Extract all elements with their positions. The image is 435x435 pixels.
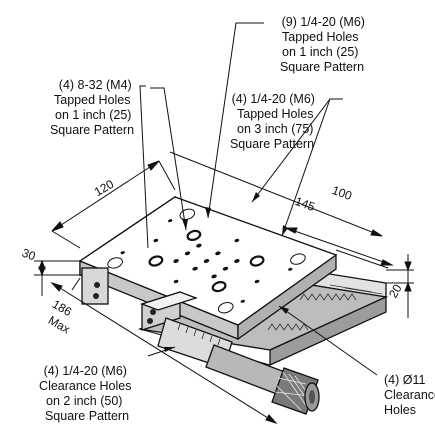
clearance-hole [217, 302, 234, 314]
counterbore-hole [211, 281, 227, 293]
leader-lines [139, 22, 378, 376]
callout-tapped-8-32: (4) 8-32 (M4) Tapped Holes on 1 inch (25… [50, 78, 135, 137]
tapped-hole [234, 259, 240, 263]
tapped-hole [254, 279, 260, 284]
clearance-hole [107, 257, 123, 269]
tapped-hole [192, 266, 198, 271]
tapped-hole [196, 243, 202, 248]
tapped-hole [203, 259, 210, 263]
dimension-lines [34, 151, 414, 424]
tapped-hole [215, 251, 221, 256]
callout-tapped-3in: (4) 1/4-20 (M6) Tapped Holes on 3 inch (… [230, 92, 318, 151]
callout-tapped-9: (9) 1/4-20 (M6) Tapped Holes on 1 inch (… [280, 15, 368, 74]
counterbore-hole [148, 255, 164, 267]
dim-length-label: 120 [92, 177, 117, 199]
tapped-hole [240, 299, 245, 303]
tapped-hole [168, 219, 173, 223]
dim-height-label: 30 [20, 246, 38, 264]
tapped-hole [211, 274, 217, 279]
callout-labels: (9) 1/4-20 (M6) Tapped Holes on 1 inch (… [39, 15, 435, 423]
base-springs [267, 284, 383, 331]
tapped-hole [184, 251, 191, 256]
counterbore-hole [249, 255, 265, 267]
mounting-holes [107, 208, 306, 314]
micrometer [157, 317, 320, 415]
callout-clearance-2in: (4) 1/4-20 (M6) Clearance Holes on 2 inc… [39, 364, 135, 423]
tapped-hole [288, 267, 293, 271]
tapped-hole [173, 279, 179, 284]
tapped-hole [222, 266, 229, 271]
dim-travel-label: 20 [386, 282, 405, 301]
end-block-screws [81, 267, 109, 305]
tapped-hole [234, 238, 240, 243]
tapped-hole [173, 259, 179, 263]
tapped-hole [120, 251, 125, 255]
callout-clearance-11: (4) Ø11 Clearance Holes [384, 373, 435, 417]
dim-width-label: 100 [330, 183, 354, 203]
tapped-hole [153, 238, 159, 243]
dim-depth-label: 145 [293, 194, 317, 214]
clearance-hole [290, 253, 306, 265]
counterbore-hole [186, 229, 202, 241]
